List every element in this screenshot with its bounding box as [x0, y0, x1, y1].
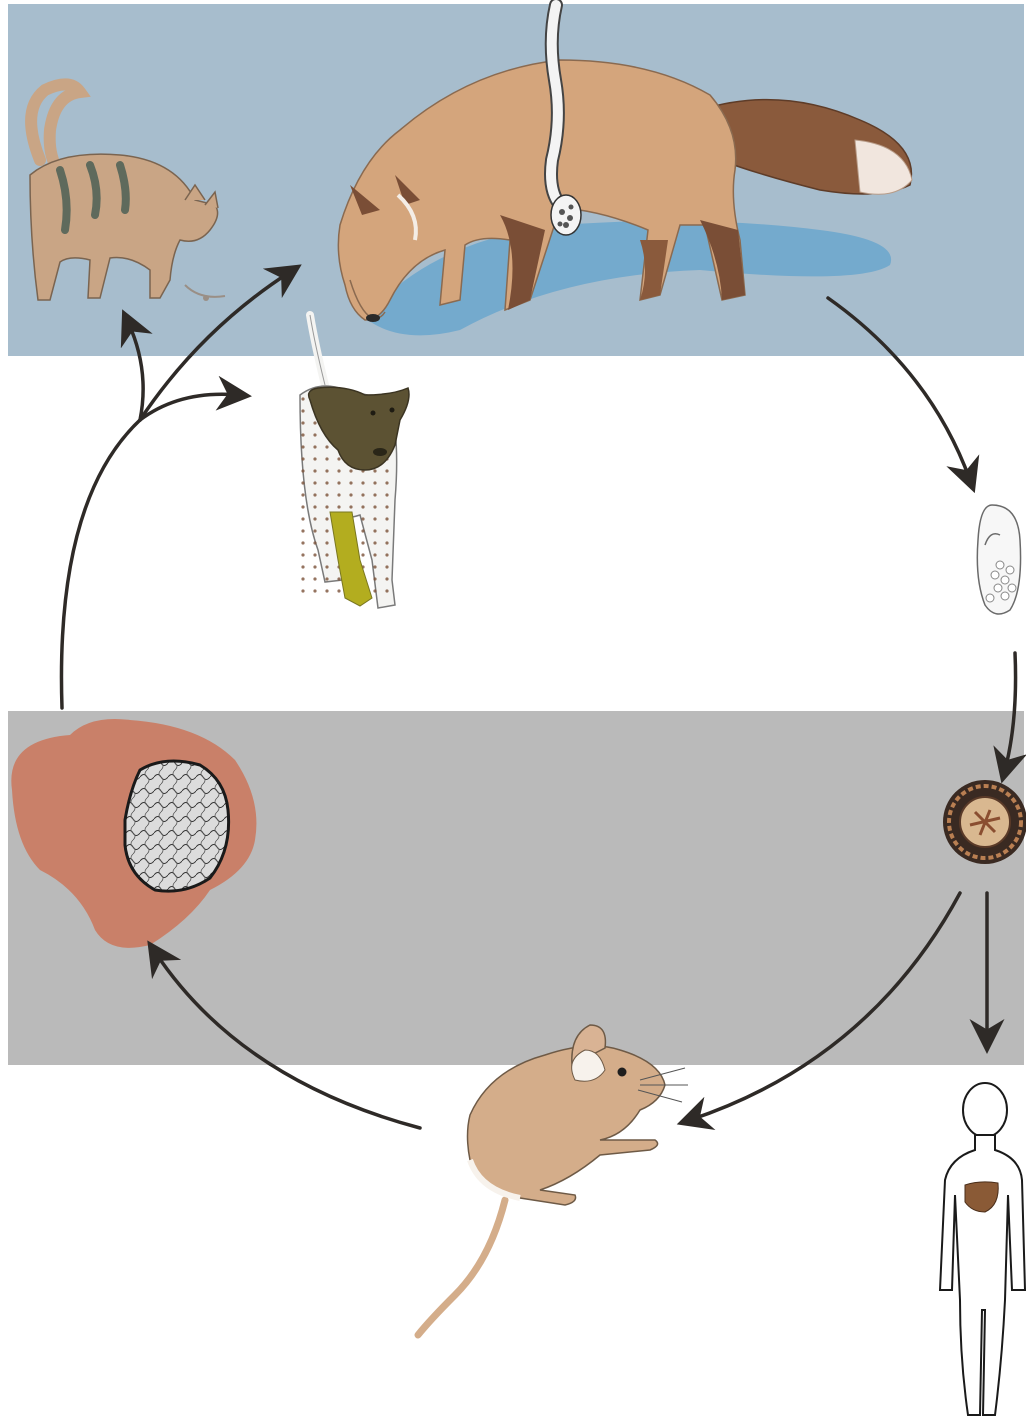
human-icon — [940, 1083, 1025, 1415]
dog-icon — [300, 315, 409, 608]
proglottid-icon — [977, 505, 1020, 614]
arrow-cyst-up — [61, 420, 140, 708]
egg-icon — [943, 780, 1026, 864]
rodent-icon — [418, 1025, 688, 1335]
